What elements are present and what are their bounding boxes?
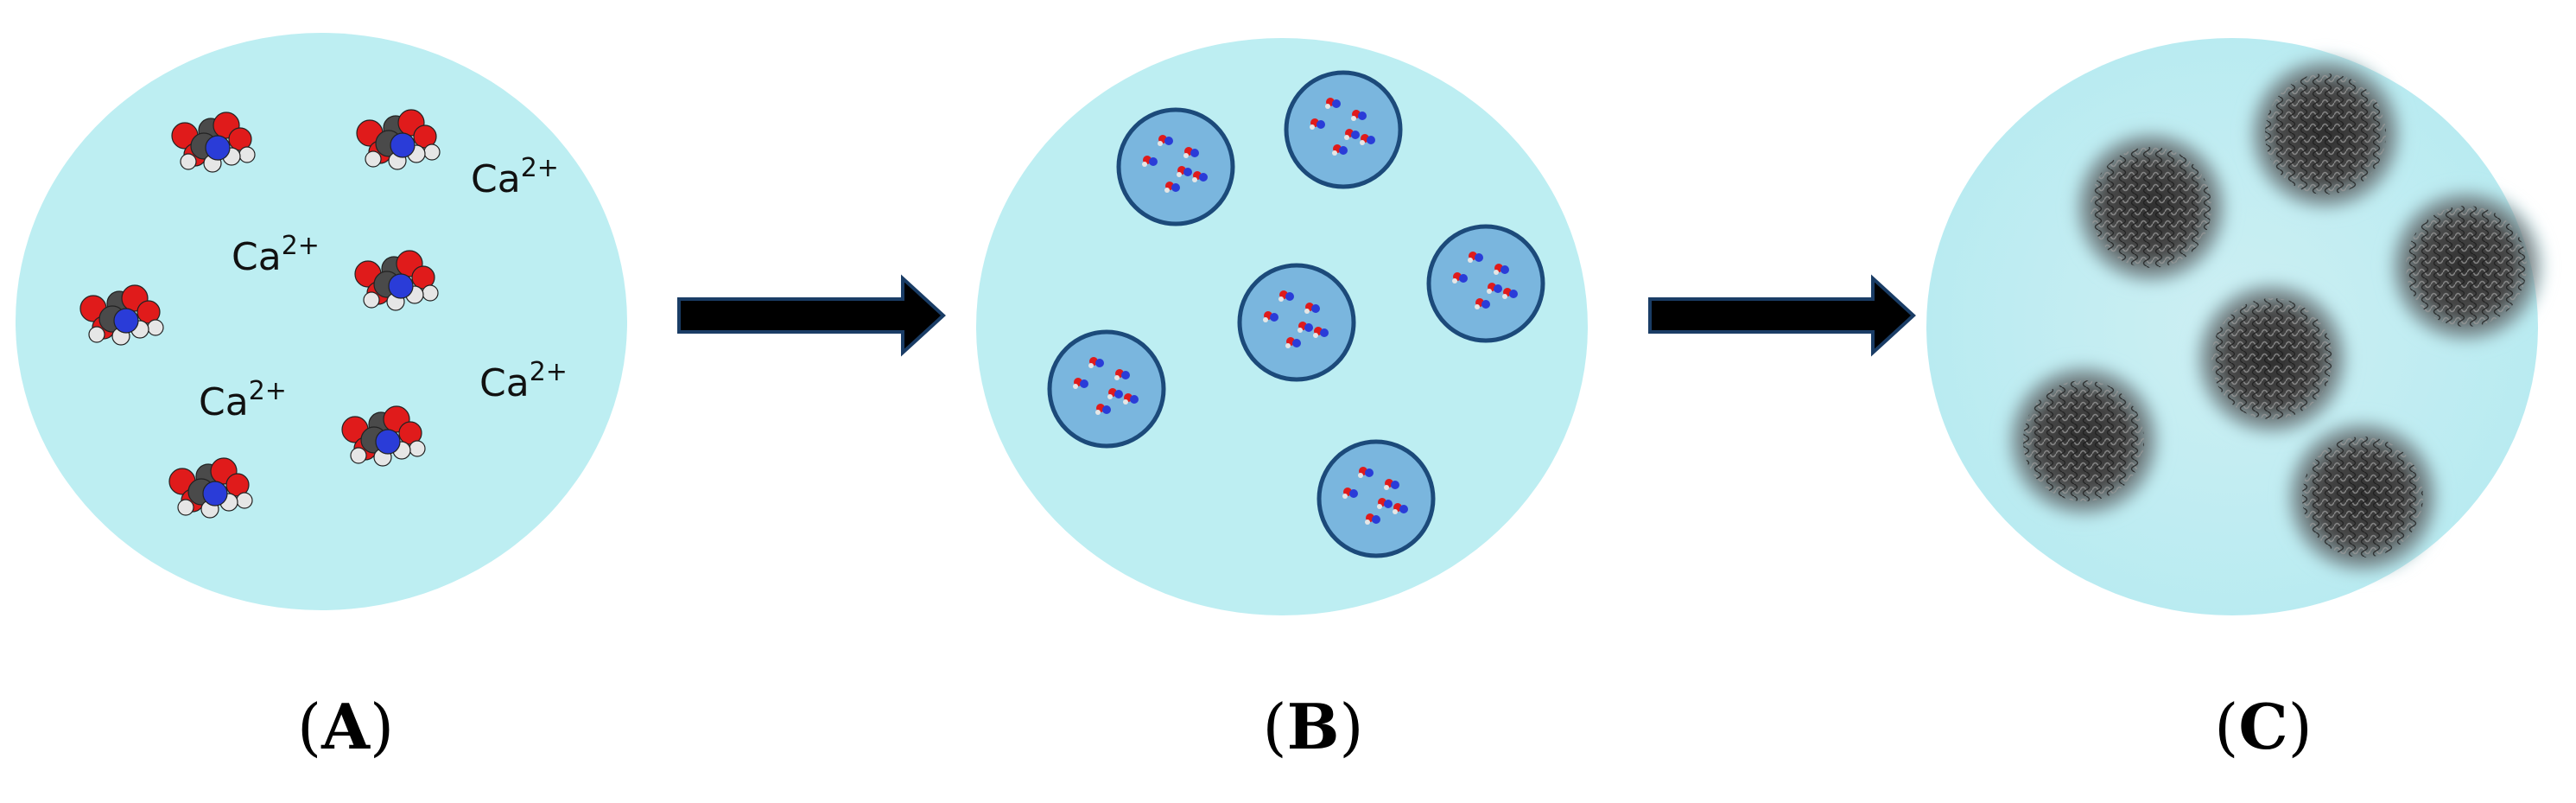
glycine-molecule-icon (354, 250, 439, 311)
calcium-ion-label: Ca2+ (471, 153, 559, 201)
vesicle-icon (1317, 439, 1436, 558)
panel-c (1926, 38, 2553, 615)
panel-b (976, 38, 1588, 615)
arrow-right-icon (677, 274, 946, 357)
vesicle-icon (1047, 329, 1166, 449)
glycine-molecule-icon (79, 284, 164, 346)
glycine-molecule-icon (168, 457, 253, 519)
nanoparticle-icon (2276, 411, 2449, 583)
nanoparticle-icon (1997, 354, 2170, 527)
panel-label-c: (C) (2214, 690, 2313, 763)
nanoparticle-icon (2239, 48, 2412, 220)
panel-label-b: (B) (1262, 690, 1364, 763)
molecules-group (79, 109, 441, 519)
nanoparticle-icon (2186, 272, 2358, 445)
panel-a: Ca2+ Ca2+ Ca2+ Ca2+ (16, 33, 627, 610)
vesicles-group (1047, 70, 1545, 558)
glycine-molecule-icon (171, 112, 256, 173)
vesicle-icon (1116, 107, 1235, 226)
vesicle-icon (1237, 263, 1356, 382)
nanoparticles-group (1997, 48, 2553, 583)
solution-circle-a (16, 33, 627, 610)
glycine-molecule-icon (356, 109, 441, 170)
glycine-molecule-icon (341, 405, 426, 467)
calcium-ion-label: Ca2+ (479, 357, 568, 405)
calcium-ion-label: Ca2+ (199, 376, 287, 424)
arrow-right-icon (1648, 274, 1916, 357)
vesicle-icon (1426, 224, 1545, 343)
nanoparticle-icon (2065, 121, 2237, 294)
calcium-ions-group: Ca2+ Ca2+ Ca2+ Ca2+ (199, 153, 568, 424)
panel-label-a: (A) (296, 690, 395, 763)
calcium-ion-label: Ca2+ (232, 231, 320, 279)
nanoparticle-icon (2380, 180, 2553, 353)
vesicle-icon (1284, 70, 1403, 189)
